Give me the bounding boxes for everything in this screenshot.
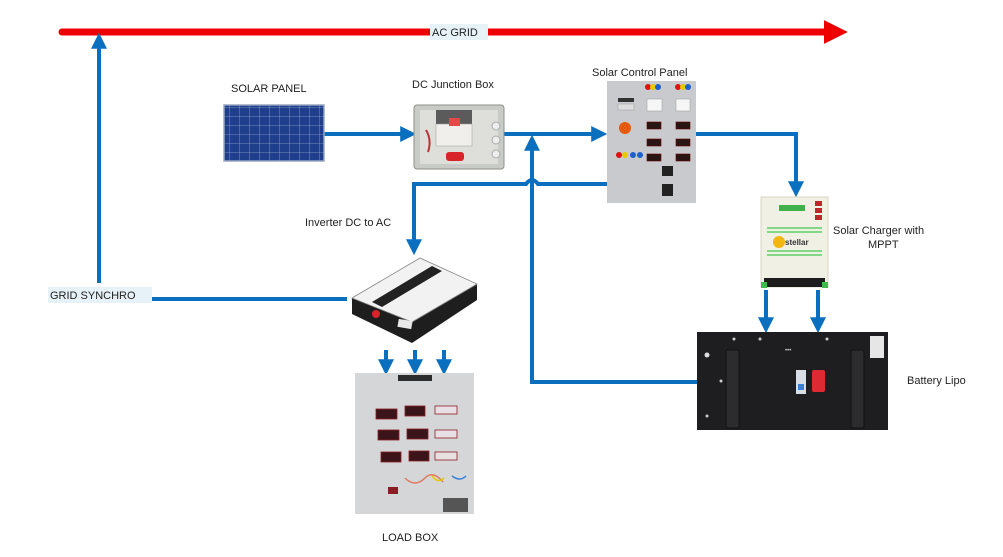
solar-charger-label-line2: MPPT [868,239,899,251]
solar-panel-icon [223,104,325,162]
solar-charger: stellar Solar Charger with MPPT [760,196,924,288]
load-box-label: LOAD BOX [382,532,439,544]
solar-charger-label-line1: Solar Charger with [833,225,924,237]
dc-junction-box: DC Junction Box [412,79,505,170]
junction-box-icon [413,104,505,170]
grid-synchro-label: GRID SYNCHRO [50,290,136,302]
control-to-charger-line [695,132,804,198]
solar-control-panel-label: Solar Control Panel [592,67,687,79]
battery-label: Battery Lipo [907,375,966,387]
dc-junction-box-label: DC Junction Box [412,79,494,91]
inverter-label: Inverter DC to AC [305,217,391,229]
control-panel-icon [607,81,696,203]
ac-grid-label: AC GRID [432,27,478,39]
grid-synchro-label-bg [48,287,152,303]
battery: ••• Battery Lipo [697,332,966,430]
charger-brand-text: stellar [785,238,809,247]
charger-icon: stellar [760,196,829,288]
battery-to-control-line [524,134,697,384]
svg-text:•••: ••• [785,348,791,354]
control-to-inverter-line [406,178,608,256]
dc-flow-lines [91,32,826,384]
solar-panel: SOLAR PANEL [223,83,325,162]
solar-control-panel: Solar Control Panel [592,67,696,203]
battery-icon: ••• [697,332,888,430]
ac-grid-line: AC GRID [58,20,848,44]
inverter: Inverter DC to AC [305,217,478,343]
ac-grid-label-bg [430,24,488,40]
load-box-icon [355,373,474,514]
load-box: LOAD BOX [355,373,474,544]
inverter-icon [351,257,478,343]
solar-panel-label: SOLAR PANEL [231,83,307,95]
